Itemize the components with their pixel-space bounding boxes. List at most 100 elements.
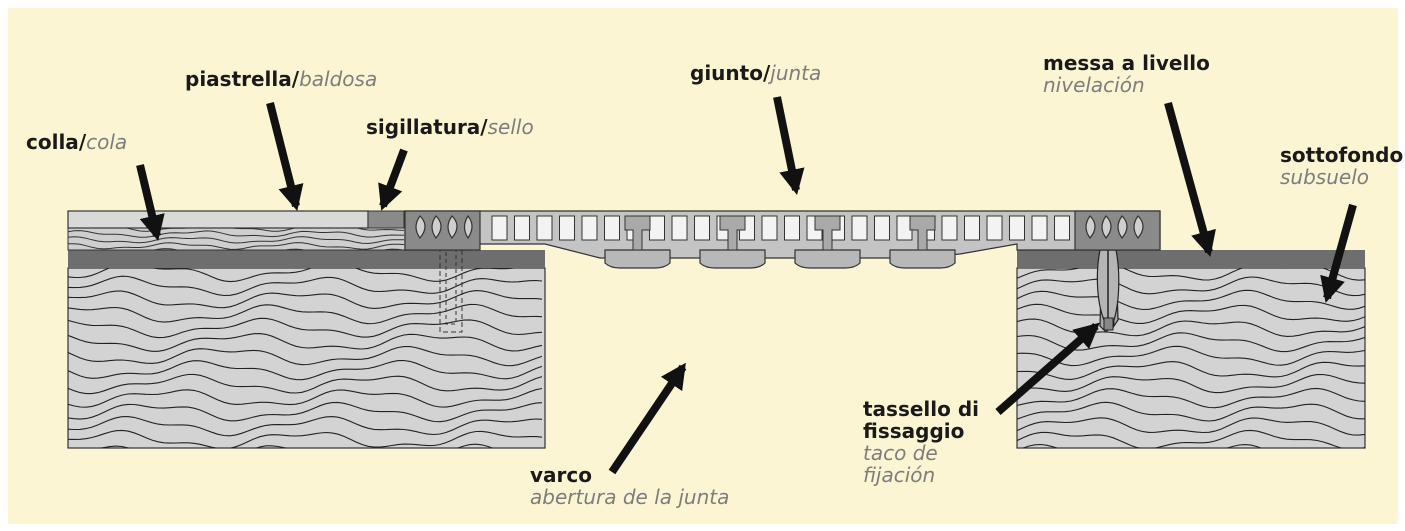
grain-line (68, 346, 543, 367)
joint-cell (559, 215, 575, 241)
left-seal (367, 210, 405, 229)
joint-cell (514, 215, 530, 241)
left-slab (67, 210, 546, 449)
label-giunto-sep: / (762, 61, 771, 85)
label-sigillatura-primary: sigillatura (366, 115, 481, 139)
left-adhesive-layer (67, 226, 409, 251)
label-messa-primary: messa a livello (1043, 51, 1210, 75)
arrow-icon (773, 96, 805, 196)
label-tassello: tassello di fissaggio taco de fijación (863, 398, 979, 486)
grain-line (1017, 276, 1365, 297)
right-screed-band (1017, 250, 1365, 268)
label-tassello-secondary-2: fijación (863, 463, 936, 487)
right-subsoil (1016, 267, 1366, 449)
label-varco: varco abertura de la junta (530, 464, 729, 508)
label-tassello-secondary-1: taco de (863, 441, 938, 465)
grain-line (1017, 387, 1365, 409)
joint-cell (671, 215, 688, 241)
joint-feet (604, 215, 956, 269)
grain-line (1017, 345, 1365, 367)
grain-line (68, 230, 405, 238)
joint-cell (986, 215, 1003, 241)
left-subsoil (67, 267, 546, 449)
joint-foot (794, 249, 861, 269)
label-giunto-secondary: junta (770, 61, 822, 85)
label-giunto-primary: giunto (690, 61, 763, 85)
grain-line (68, 236, 404, 245)
label-messa: messa a livello nivelación (1043, 52, 1210, 96)
grain-line (68, 373, 543, 395)
grain-line (68, 275, 543, 297)
label-piastrella-secondary: baldosa (299, 67, 378, 91)
label-colla-primary: colla (26, 130, 79, 154)
grain-line (98, 443, 494, 448)
grain-line (1017, 303, 1365, 324)
joint-cell (1054, 215, 1070, 241)
grain-line (68, 429, 543, 448)
grain-line (1017, 268, 1365, 281)
grain-line (1017, 373, 1365, 394)
label-tassello-primary-1: tassello di (863, 397, 980, 421)
joint-cell (874, 215, 890, 241)
joint-profile (404, 210, 1161, 269)
joint-cell (1009, 215, 1025, 241)
grain-line (1017, 289, 1365, 311)
label-messa-secondary: nivelación (1043, 73, 1145, 97)
label-varco-secondary: abertura de la junta (530, 485, 730, 509)
label-sigillatura-secondary: sello (487, 115, 534, 139)
joint-t-connector (909, 215, 936, 251)
grain-line (68, 303, 543, 325)
arrow-icon (266, 102, 304, 211)
grain-line (1017, 401, 1365, 422)
left-anchor-dashed-inner (445, 243, 457, 325)
label-sottofondo-primary: sottofondo (1280, 143, 1404, 167)
label-sottofondo-secondary: subsuelo (1280, 165, 1369, 189)
label-varco-primary: varco (530, 463, 592, 487)
grain-line (68, 317, 543, 339)
label-colla-secondary: cola (86, 130, 128, 154)
left-screed-band (68, 250, 545, 268)
label-sigillatura: sigillatura/sello (366, 116, 534, 138)
joint-cell (536, 215, 553, 241)
label-colla-sep: / (78, 130, 87, 154)
grain-line (68, 242, 405, 250)
label-piastrella: piastrella/baldosa (185, 68, 377, 90)
joint-foot (889, 249, 956, 269)
label-sottofondo: sottofondo subsuelo (1280, 144, 1403, 188)
left-tile (67, 210, 369, 229)
grain-line (68, 333, 543, 352)
joint-cell (964, 215, 980, 241)
grain-line (68, 387, 543, 408)
joint-cell (761, 215, 778, 241)
label-sigillatura-sep: / (480, 115, 488, 139)
right-anchor-tip (1103, 317, 1114, 331)
left-subsoil-grain (68, 268, 543, 448)
label-tassello-primary-2: fissaggio (863, 419, 965, 443)
joint-cell (694, 215, 710, 241)
arrow-icon (995, 322, 1100, 416)
arrow-icon (1320, 203, 1357, 303)
grain-line (68, 416, 543, 437)
joint-left-seal-loops (415, 214, 473, 240)
joint-foot (604, 249, 671, 269)
arrows (136, 96, 1357, 475)
joint-t-connector (624, 215, 651, 251)
arrow-icon (378, 148, 408, 211)
right-slab (1016, 245, 1366, 449)
grain-line (68, 401, 543, 423)
arrow-icon (136, 164, 165, 241)
joint-cell (851, 215, 868, 241)
joint-foot (699, 249, 766, 269)
joint-t-connector (719, 215, 746, 251)
grain-line (1017, 417, 1365, 436)
label-giunto: giunto/junta (690, 62, 821, 84)
joint-cell (784, 215, 800, 241)
grain-line (1017, 429, 1365, 448)
arrow-icon (1164, 101, 1216, 257)
joint-cell (649, 215, 665, 241)
joint-cell (1031, 215, 1048, 241)
label-piastrella-primary: piastrella (185, 67, 292, 91)
grain-line (68, 359, 543, 381)
joint-cell (604, 215, 620, 241)
